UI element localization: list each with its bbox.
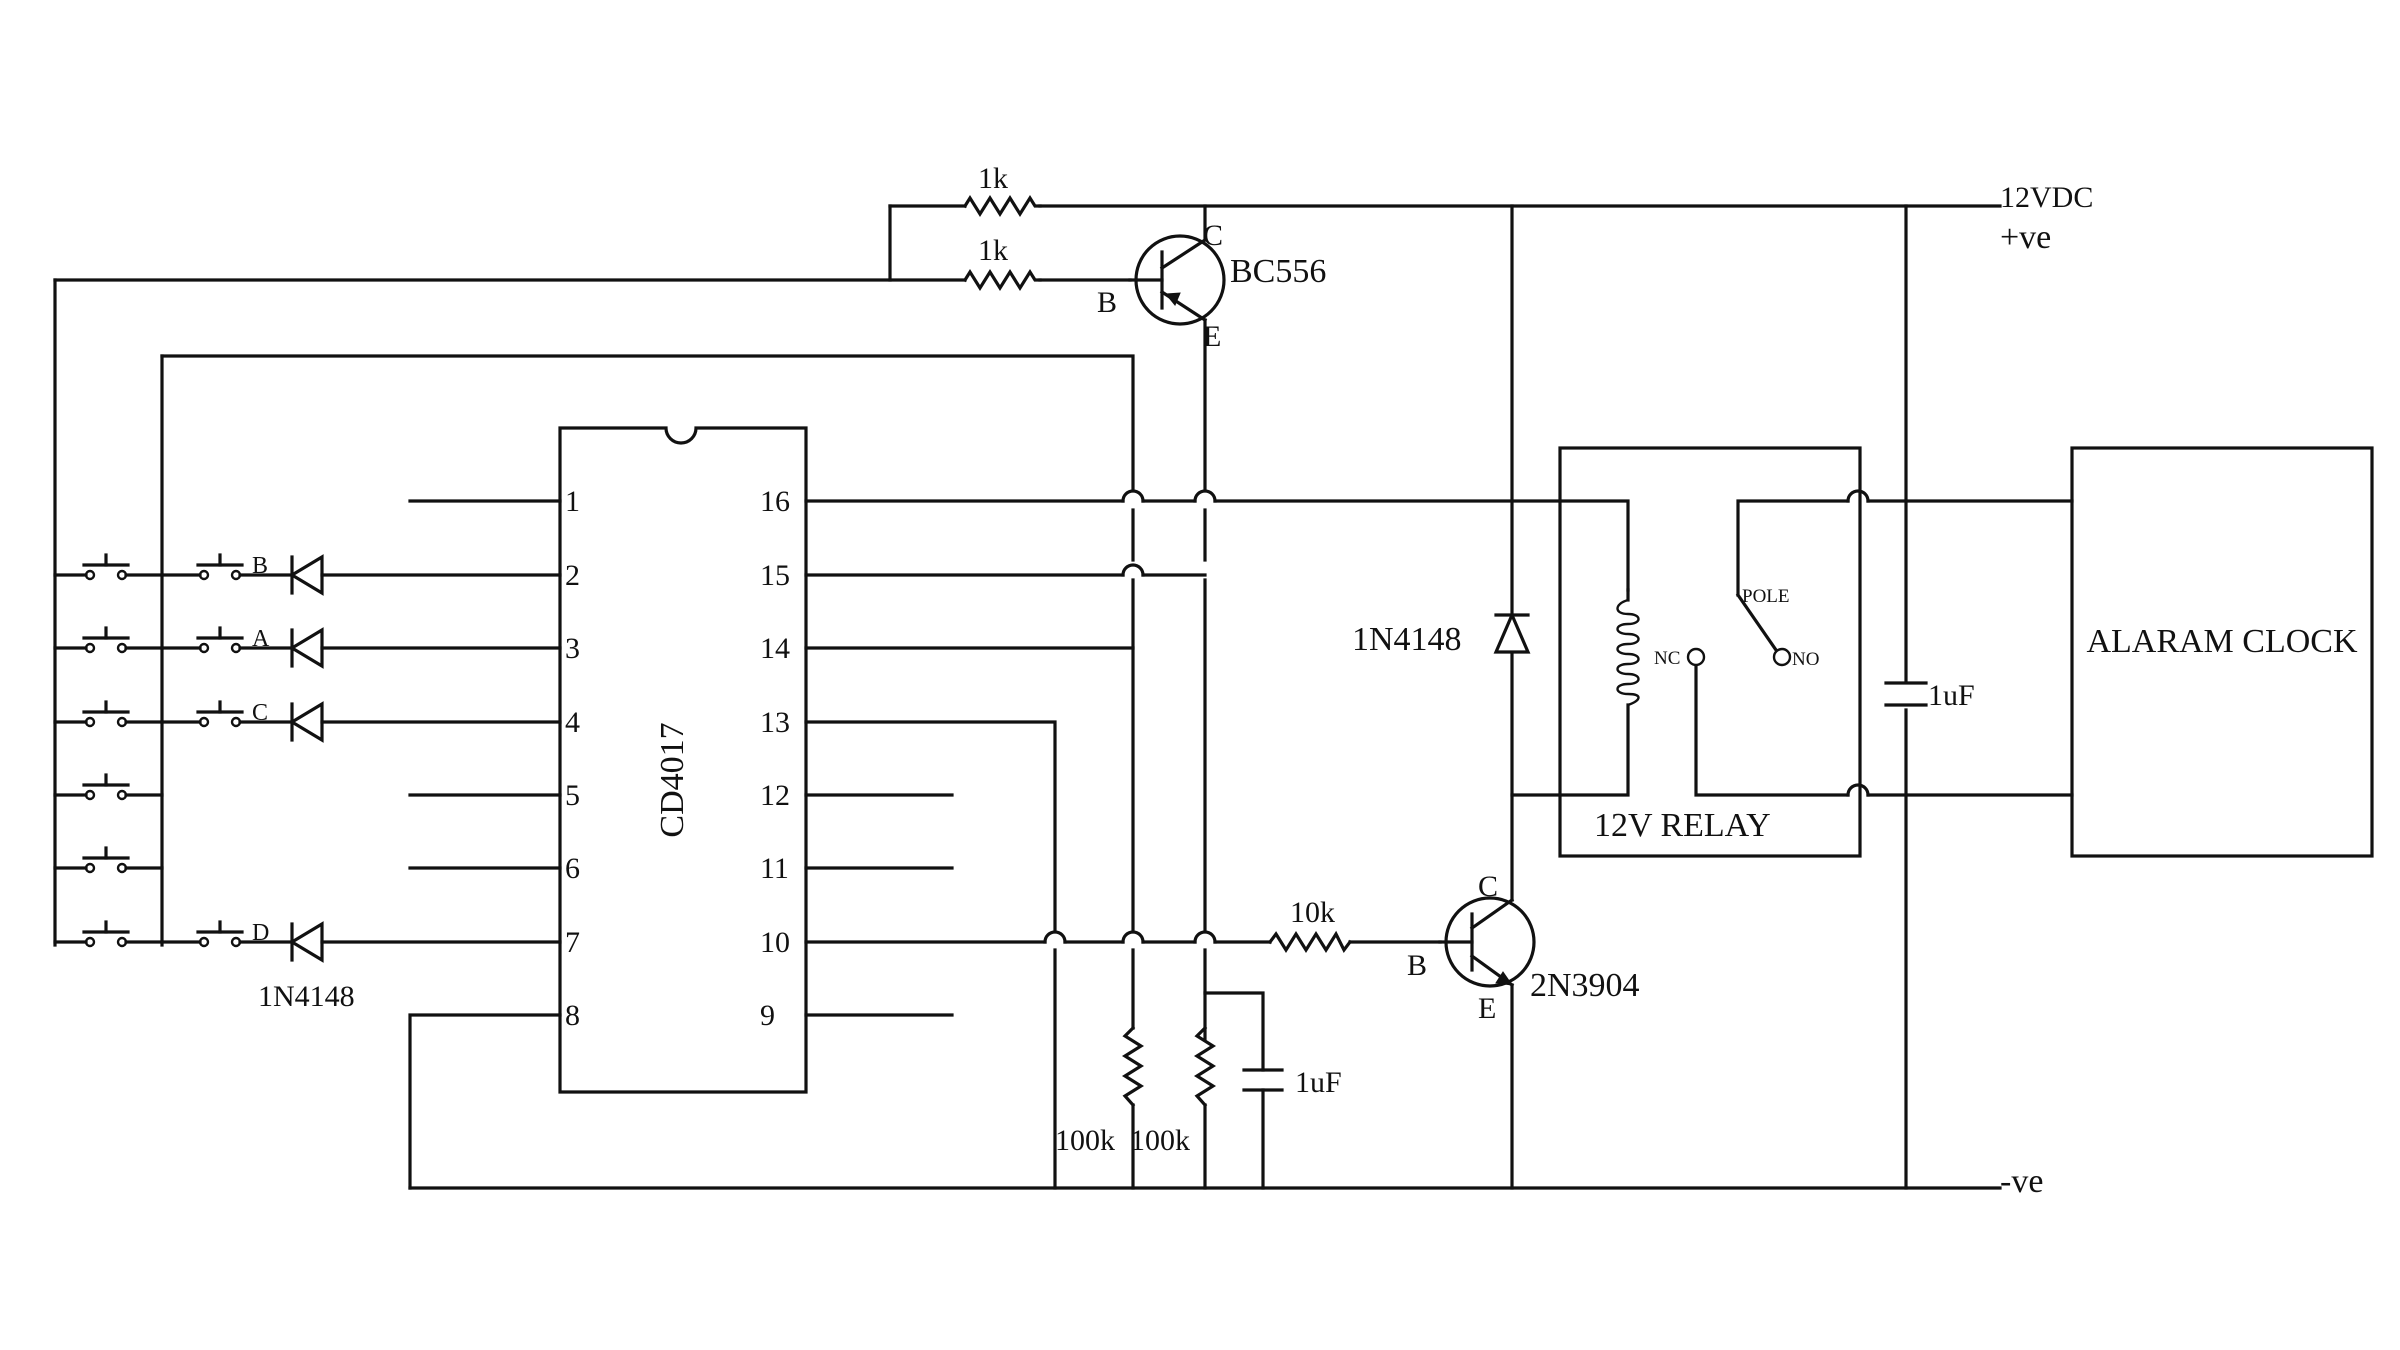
push-button-switch [196,920,244,948]
emitter-label: E [1203,320,1221,353]
supply-voltage-label: 12VDC [2000,181,2093,214]
ic-pin-label-right: 12 [760,779,790,812]
emitter-label: E [1478,992,1496,1025]
ic-pin-label-right: 10 [760,926,790,959]
resistor-100k-b: 100k [1130,1025,1217,1157]
ic-pin-label-right: 14 [760,632,790,665]
capacitor-1uf-emitter: 1uF [1242,1066,1342,1099]
push-button-switch [82,773,130,801]
keypad-switches [53,553,562,963]
ic-pin-label-right: 16 [760,485,790,518]
nc-label: NC [1654,648,1680,669]
ic-pin-label-left: 7 [565,926,580,959]
ic-cd4017: CD4017 [558,426,808,1094]
relay-12v: POLE NC NO 12V RELAY [1558,446,1862,858]
capacitor-1uf-supply: 1uF [1884,679,1975,712]
alarm-clock-box: ALARAM CLOCK [2070,446,2374,858]
wire-crossovers [1043,489,1870,944]
ic-label: CD4017 [654,722,691,837]
relay-label: 12V RELAY [1594,807,1771,844]
resistor-1k-top: 1k [962,162,1042,218]
switch-label-d: D [252,920,269,946]
collector-label: C [1203,219,1223,252]
switch-label-a: A [252,626,270,652]
push-button-switch [82,846,130,874]
input-diode-label: 1N4148 [258,980,355,1013]
push-button-switch [82,920,130,948]
resistor-10k: 10k [1267,896,1353,954]
ic-pin-label-right: 11 [760,852,789,885]
resistor-label: 1k [978,162,1008,195]
capacitor-label: 1uF [1928,679,1975,712]
switch-label-b: B [252,553,268,579]
transistor-name: BC556 [1230,253,1326,290]
negative-label: -ve [2000,1163,2043,1200]
ic-pin-label-left: 1 [565,485,580,518]
capacitor-label: 1uF [1295,1066,1342,1099]
input-diode [288,701,324,743]
ic-pin-label-left: 4 [565,706,580,739]
resistor-label: 100k [1055,1124,1115,1157]
input-diode [288,627,324,669]
ic-pin-label-right: 9 [760,999,775,1032]
ic-pin-label-left: 5 [565,779,580,812]
resistor-100k-a: 100k [1055,1025,1145,1157]
alarm-clock-label: ALARAM CLOCK [2086,623,2358,660]
no-label: NO [1792,649,1819,670]
push-button-switch [82,700,130,728]
pole-label: POLE [1742,586,1790,607]
input-diode [288,921,324,963]
transistor-2n3904: C B E 2N3904 [1407,870,1640,1025]
ic-pin-label-left: 2 [565,559,580,592]
push-button-switch [196,700,244,728]
base-label: B [1407,949,1427,982]
diode-label: 1N4148 [1352,621,1462,658]
resistor-label: 1k [978,234,1008,267]
resistor-label: 100k [1130,1124,1190,1157]
positive-label: +ve [2000,219,2051,256]
ic-pin-label-left: 8 [565,999,580,1032]
resistor-label: 10k [1290,896,1335,929]
base-label: B [1097,286,1117,319]
transistor-bc556: C B E BC556 [1097,219,1326,353]
push-button-switch [196,626,244,654]
ic-pin-label-left: 3 [565,632,580,665]
transistor-name: 2N3904 [1530,967,1640,1004]
ic-pin-label-right: 13 [760,706,790,739]
push-button-switch [82,553,130,581]
diode-flyback: 1N4148 [1352,610,1531,658]
resistor-1k-base: 1k [962,234,1042,292]
collector-label: C [1478,870,1498,903]
wires [53,204,2074,1190]
ic-pin-label-right: 15 [760,559,790,592]
push-button-switch [196,553,244,581]
switch-label-c: C [252,700,268,726]
ic-pin-label-left: 6 [565,852,580,885]
supply-labels: 12VDC +ve -ve [2000,181,2093,1200]
push-button-switch [82,626,130,654]
input-diode [288,554,324,596]
